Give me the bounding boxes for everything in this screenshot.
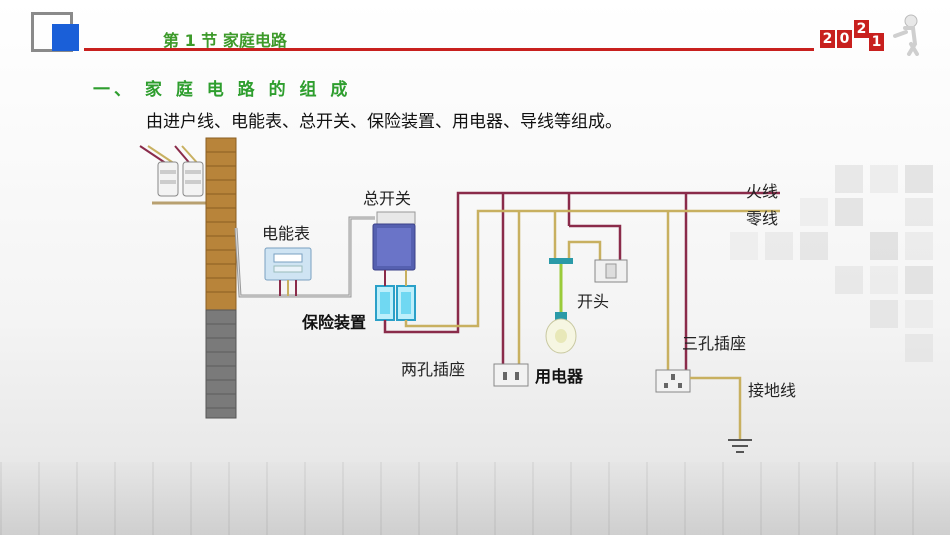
three-hole-socket-label: 三孔插座 [682, 334, 747, 353]
neutral-wire-label: 零线 [746, 209, 779, 228]
fuse-label: 保险装置 [302, 313, 367, 332]
light-switch-icon [594, 259, 628, 283]
section-description: 由进户线、电能表、总开关、保险装置、用电器、导线等组成。 [146, 112, 622, 132]
year-digit: 2 [854, 20, 869, 38]
meter-label: 电能表 [262, 224, 311, 243]
lamp-icon [545, 258, 577, 354]
ground-wire [690, 376, 752, 453]
logo-square-blue [52, 24, 79, 51]
ground-wire-label: 接地线 [748, 381, 797, 400]
fire-wire-label: 火线 [746, 182, 779, 201]
insulator-icon [157, 161, 204, 197]
neutral-wire [404, 209, 780, 372]
main-switch-label: 总开关 [363, 189, 412, 208]
year-digit: 1 [869, 33, 884, 51]
fire-wire [383, 191, 780, 372]
year-digit: 2 [820, 30, 835, 48]
header-rule [84, 48, 814, 51]
two-hole-socket-label: 两孔插座 [401, 360, 466, 379]
fuse-icon [375, 270, 416, 321]
figure-icon [893, 14, 919, 56]
page-title: 第 1 节 家庭电路 [163, 31, 287, 50]
pole [205, 137, 237, 419]
year-digit: 0 [837, 30, 852, 48]
main-switch-icon [372, 211, 416, 271]
switch-label: 开头 [577, 292, 610, 311]
meter-icon [264, 247, 312, 296]
three-hole-socket-icon [655, 369, 691, 393]
section-heading: 一、 家 庭 电 路 的 组 成 [93, 80, 352, 100]
appliance-label: 用电器 [535, 367, 584, 386]
floor-background [0, 462, 950, 535]
two-hole-socket-icon [493, 363, 529, 387]
